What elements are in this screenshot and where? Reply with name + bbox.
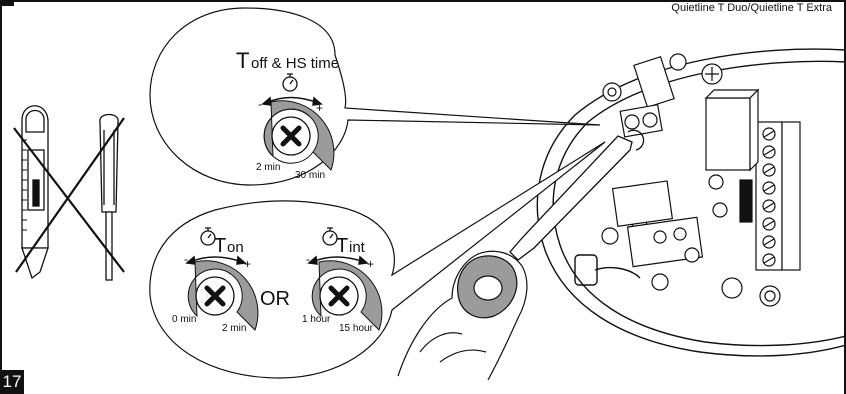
frame-left-line	[0, 0, 2, 370]
frame-top-line	[14, 0, 846, 2]
hand-illustration	[397, 250, 528, 381]
frame-right-line	[844, 0, 846, 394]
minus-label: -	[258, 97, 262, 111]
rotate-arrow-icon	[307, 255, 369, 265]
ton-label: on	[227, 239, 244, 256]
plus-label: +	[244, 257, 251, 271]
terminal-block	[755, 121, 801, 271]
dial-min-label: 1 hour	[302, 314, 331, 325]
dial-min-label: 2 min	[256, 162, 280, 173]
dial-max-label: 2 min	[222, 323, 246, 334]
stopwatch-icon	[322, 227, 338, 246]
minus-label: -	[306, 252, 310, 266]
callout-top	[149, 7, 601, 186]
terminal-screw-slot	[763, 148, 775, 156]
terminal-screw-slot	[763, 256, 775, 264]
prohibition-cross-icon	[13, 117, 125, 273]
screwdriver-icon	[99, 113, 119, 281]
or-label: OR	[260, 288, 290, 310]
dial-max-label: 30 min	[295, 170, 325, 181]
tint-label: int	[349, 239, 366, 256]
step-number: 17	[0, 370, 24, 394]
relay-box	[704, 88, 760, 172]
knife-icon	[21, 105, 49, 280]
circuit-parts	[601, 53, 781, 307]
stopwatch-icon	[282, 73, 298, 92]
terminal-screw-slot	[763, 130, 775, 138]
toff-symbol: T	[236, 48, 249, 73]
tint-symbol: T	[336, 235, 348, 257]
toff-title: off & HS time	[251, 55, 339, 72]
plus-label: +	[367, 257, 374, 271]
terminal-screw-slot	[763, 166, 775, 174]
callout-bottom	[149, 141, 606, 379]
stopwatch-icon	[200, 227, 216, 246]
dial-max-label: 15 hour	[339, 323, 374, 334]
terminal-screw-slot	[763, 238, 775, 246]
product-title: Quietline T Duo/Quietline T Extra	[671, 2, 832, 14]
potentiometer-dial	[311, 260, 383, 331]
ton-symbol: T	[214, 235, 226, 257]
cross-icon	[204, 285, 226, 307]
wrench-icon	[509, 129, 645, 261]
dial-min-label: 0 min	[172, 314, 196, 325]
cross-icon	[328, 285, 350, 307]
potentiometer-dial	[187, 260, 259, 331]
corner-mark	[0, 0, 14, 6]
potentiometer-dial	[263, 100, 335, 171]
plus-label: +	[316, 101, 323, 115]
cross-icon	[280, 125, 302, 147]
rotate-arrow-icon	[185, 255, 247, 265]
terminal-screw-slot	[763, 184, 775, 192]
minus-label: -	[184, 252, 188, 266]
rotate-arrow-icon	[261, 96, 323, 106]
terminal-screw-slot	[763, 220, 775, 228]
terminal-screw-slot	[763, 202, 775, 210]
